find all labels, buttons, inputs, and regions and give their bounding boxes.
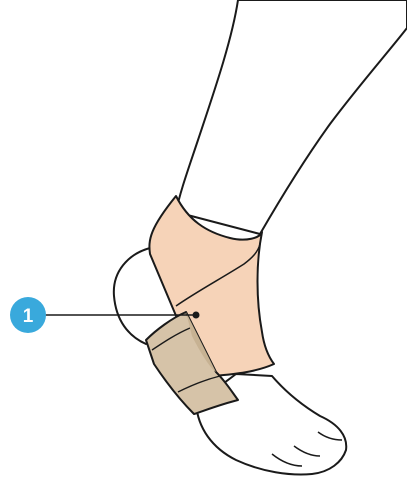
callout-number: 1: [23, 306, 34, 327]
callout-target-dot: [193, 312, 200, 319]
leg-outline: [176, 0, 407, 234]
